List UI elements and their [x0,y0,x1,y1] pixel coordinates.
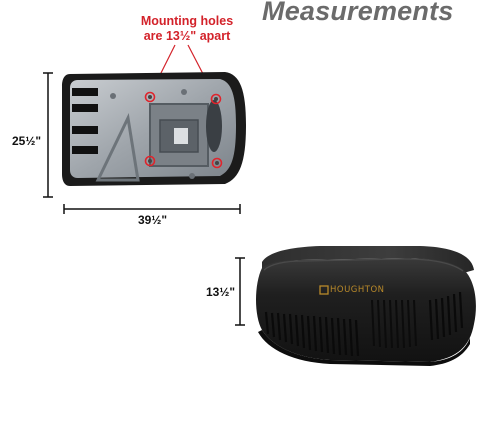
brand-logo-text: HOUGHTON [330,285,385,295]
callout-line-1: Mounting holes [140,14,234,28]
height-dimension-line [235,257,245,326]
callout-line-2: are 13½" apart [143,29,231,43]
page-title: Measurements [262,0,454,26]
width-dimension-line [63,204,241,214]
height-dimension-label: 13½" [206,285,236,299]
brand-logo-icon [319,285,329,295]
width-dimension-label: 39½" [138,213,168,227]
depth-dimension-label: 25½" [12,134,42,148]
mounting-holes-callout: Mounting holes are 13½" apart [132,14,242,44]
unit-side-view [256,246,476,366]
depth-dimension-line [43,72,53,198]
unit-bottom-view [62,72,246,186]
